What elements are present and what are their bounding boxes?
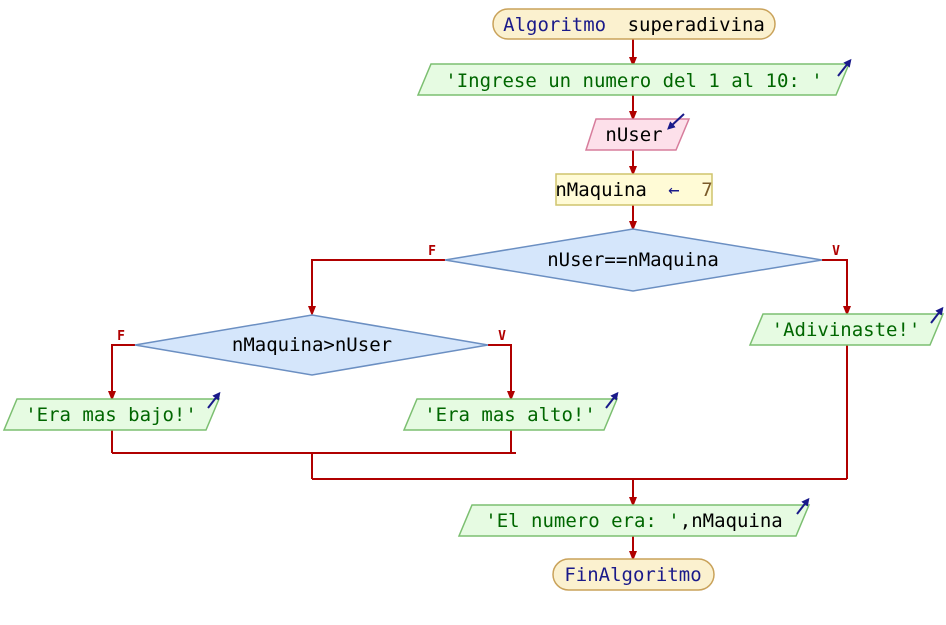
bajo-output-node: 'Era mas bajo!' (2, 391, 221, 431)
decision-2: nMaquina>nUser F V (117, 314, 506, 376)
output-arrow-icon (796, 497, 810, 515)
decision-2-false-label: F (117, 329, 125, 344)
read-var-text: nUser (605, 124, 662, 146)
final-output-string: 'El numero era: ' (485, 510, 679, 532)
assign-value: 7 (701, 179, 712, 201)
output-arrow-icon (605, 391, 619, 409)
svg-text:Algoritmo superadivina: Algoritmo superadivina (503, 14, 765, 36)
assign-target: nMaquina (555, 179, 647, 201)
svg-text:'El numero era: ',nMaquina: 'El numero era: ',nMaquina (485, 510, 782, 532)
decision-1-condition: nUser==nMaquina (547, 249, 719, 271)
decision-2-true-label: V (498, 329, 506, 344)
connectors (108, 39, 851, 561)
alto-output-node: 'Era mas alto!' (402, 391, 619, 431)
input-arrow-icon (667, 113, 685, 130)
read-input-node: nUser (584, 113, 691, 151)
decision-2-condition: nMaquina>nUser (232, 334, 392, 356)
edge-decision2-false (108, 344, 135, 401)
end-node: FinAlgoritmo (552, 558, 715, 591)
edge-decision2-true (488, 344, 515, 401)
start-node: Algoritmo superadivina (492, 8, 776, 40)
assign-node: nMaquina ← 7 (555, 173, 713, 206)
output-arrow-icon (207, 391, 221, 409)
edge-decision1-false (308, 259, 445, 316)
prompt-output-node: 'Ingrese un numero del 1 al 10: ' (416, 58, 852, 96)
edge-decision1-true (822, 259, 851, 316)
alto-text: 'Era mas alto!' (424, 404, 596, 426)
adivinaste-output-node: 'Adivinaste!' (748, 306, 945, 346)
final-output-var: nMaquina (691, 510, 783, 532)
assign-arrow: ← (668, 179, 679, 201)
start-keyword: Algoritmo (503, 14, 606, 36)
algorithm-name: superadivina (628, 14, 765, 36)
decision-1: nUser==nMaquina F V (428, 228, 840, 292)
final-output-separator: , (680, 510, 691, 532)
prompt-output-text: 'Ingrese un numero del 1 al 10: ' (445, 70, 823, 92)
output-arrow-icon (930, 306, 944, 324)
final-output-node: 'El numero era: ',nMaquina (457, 497, 811, 537)
adivinaste-text: 'Adivinaste!' (772, 319, 921, 341)
decision-1-true-label: V (832, 244, 840, 259)
svg-text:nMaquina ← 7: nMaquina ← 7 (555, 179, 712, 201)
bajo-text: 'Era mas bajo!' (25, 404, 197, 426)
decision-1-false-label: F (428, 244, 436, 259)
end-keyword: FinAlgoritmo (564, 564, 701, 586)
output-arrow-icon (837, 58, 852, 77)
